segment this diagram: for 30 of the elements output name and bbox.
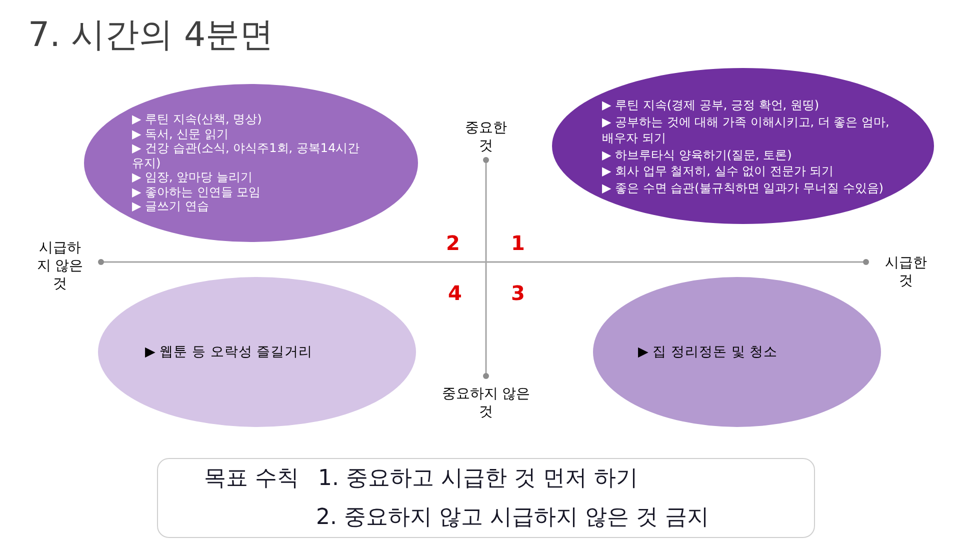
bullet-text: ▶ 건강 습관(소식, 야식주1회, 공복14시간 유지) bbox=[132, 141, 361, 170]
rule-text: 1. 중요하고 시급한 것 먼저 하기 bbox=[318, 465, 638, 493]
bullet-text: ▶ 독서, 신문 읽기 bbox=[132, 126, 228, 141]
quadrant-ellipse bbox=[84, 84, 418, 242]
quadrant-number: 3 bbox=[511, 281, 525, 305]
bullet-text: ▶ 공부하는 것에 대해 가족 이해시키고, 더 좋은 엄마, 배우자 되기 bbox=[602, 114, 890, 146]
bullet-text: ▶ 루틴 지속(산책, 명상) bbox=[132, 112, 262, 126]
axis-label: 중요하지 않은 것 bbox=[440, 385, 532, 421]
quadrant-number: 4 bbox=[448, 281, 462, 305]
rules-box bbox=[157, 458, 815, 538]
bullet-text: ▶ 웹툰 등 오락성 즐길거리 bbox=[145, 343, 313, 361]
bullet-text: ▶ 임장, 앞마당 늘리기 bbox=[132, 170, 252, 184]
axis-label: 시급하지 않은 것 bbox=[36, 239, 84, 293]
quadrant-number: 2 bbox=[446, 231, 460, 255]
bullet-text: ▶ 좋은 수면 습관(불규칙하면 일과가 무너질 수있음) bbox=[602, 180, 884, 196]
rule-text: 2. 중요하지 않고 시급하지 않은 것 금지 bbox=[316, 504, 709, 532]
bullet-text: ▶ 집 정리정돈 및 청소 bbox=[638, 343, 778, 361]
slide-title: 7. 시간의 4분면 bbox=[28, 14, 274, 57]
quadrant-ellipse bbox=[98, 277, 416, 427]
bullet-text: ▶ 하브루타식 양육하기(질문, 토론) bbox=[602, 146, 792, 163]
rule-heading: 목표 수칙 bbox=[204, 465, 299, 493]
bullet-text: ▶ 회사 업무 철저히, 실수 없이 전문가 되기 bbox=[602, 163, 834, 180]
quadrant-number: 1 bbox=[511, 231, 525, 255]
quadrant-ellipse bbox=[552, 68, 934, 224]
bullet-text: ▶ 글쓰기 연습 bbox=[132, 199, 209, 214]
quadrant-ellipse bbox=[593, 277, 881, 427]
bullet-text: ▶ 루틴 지속(경제 공부, 긍정 확언, 원띵) bbox=[602, 97, 820, 114]
axis-label: 중요한 것 bbox=[464, 119, 508, 155]
bullet-text: ▶ 좋아하는 인연들 모임 bbox=[132, 184, 261, 199]
axis-label: 시급한 것 bbox=[884, 254, 928, 290]
